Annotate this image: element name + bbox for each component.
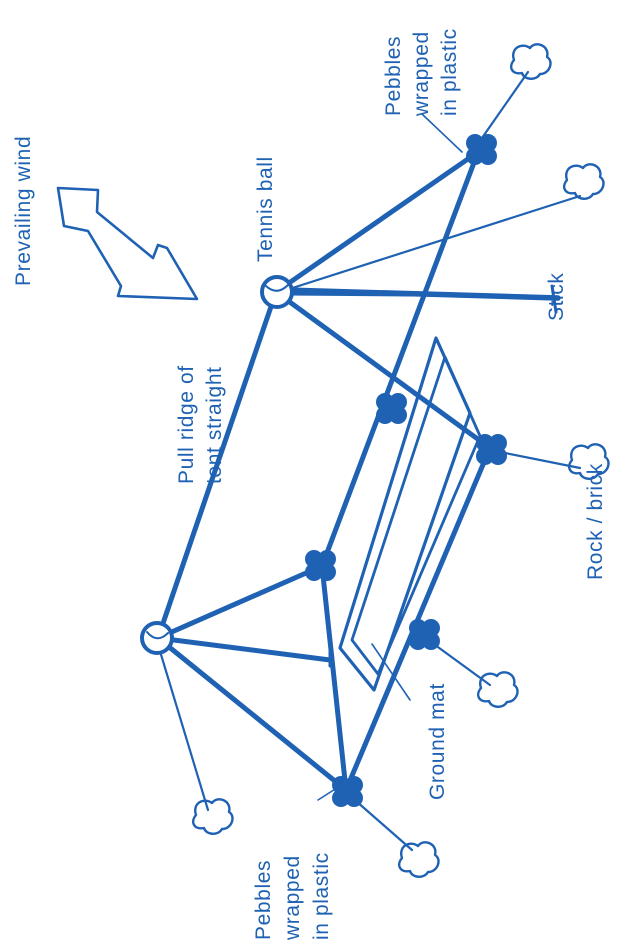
rock-icon — [191, 798, 234, 835]
pebbles-bottom-label-line3: in plastic — [310, 852, 333, 940]
rock-brick-label: Rock / brick — [584, 463, 607, 580]
pebble-cluster-icon — [376, 393, 407, 424]
pebbles-top-label-line1: Pebbles — [382, 36, 405, 116]
wind-arrow-icon — [56, 186, 199, 301]
pull-ridge-label-line1: Pull ridge of — [175, 365, 198, 484]
rock-icon — [562, 163, 605, 200]
ground-mat-pointer — [371, 643, 411, 701]
pull-ridge-label-line2: tent straight — [203, 366, 226, 484]
pebbles-bottom-label-line1: Pebbles — [252, 860, 275, 940]
ground-mat-label: Ground mat — [426, 683, 449, 800]
rock-icon — [397, 841, 440, 878]
pebbles-top-label-line2: wrapped — [410, 31, 433, 117]
pebble-cluster-icon — [332, 776, 363, 807]
pebble-cluster-icon — [476, 434, 507, 465]
tennis-ball-label: Tennis ball — [254, 156, 277, 262]
pebble-cluster-icon — [466, 134, 497, 165]
pebbles-top-pointer — [421, 113, 463, 153]
tent-ridge — [155, 289, 279, 641]
rock-icon — [509, 43, 552, 80]
tent-rear — [155, 563, 349, 793]
pebble-cluster-icon — [409, 619, 440, 650]
pebbles-bottom-label-line2: wrapped — [281, 855, 304, 941]
ground-mat — [338, 336, 472, 692]
tennis-ball-icon — [140, 621, 174, 655]
pebble-cluster-icon — [305, 550, 336, 581]
rock-icon — [476, 671, 519, 708]
pebbles-top-label-line3: in plastic — [438, 28, 461, 116]
tennis-ball-icon — [260, 275, 294, 309]
prevailing-wind-label: Prevailing wind — [12, 136, 35, 286]
stick-label: Stick — [545, 272, 568, 321]
tent-front — [273, 149, 561, 451]
